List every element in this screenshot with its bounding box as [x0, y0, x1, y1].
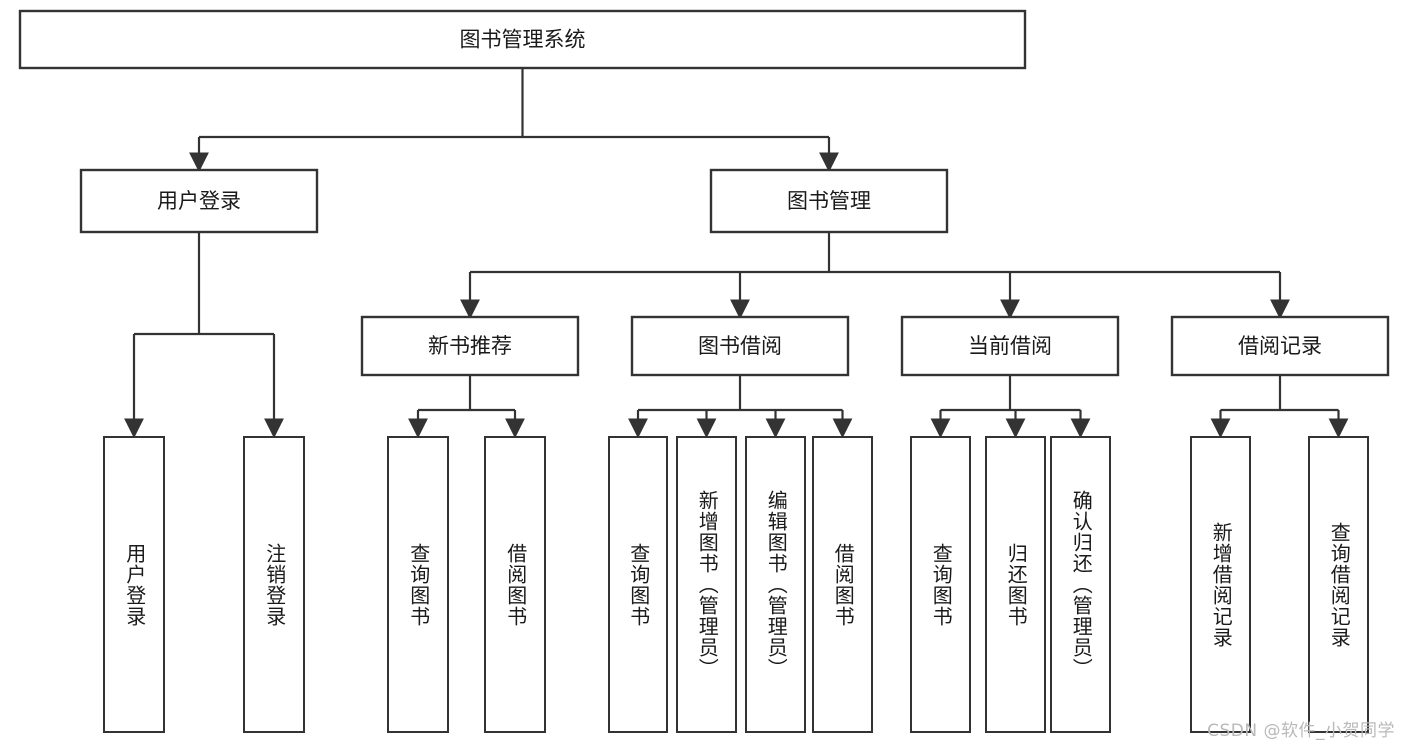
- leaf-leaf-borrow-book-recommend[interactable]: 借阅图书: [484, 436, 546, 733]
- leaf-label: 用户登录: [122, 542, 147, 627]
- node-new-book-recommend[interactable]: [360, 315, 580, 377]
- leaf-label: 借阅图书: [503, 542, 528, 627]
- leaf-leaf-logout-login[interactable]: 注销登录: [243, 436, 305, 733]
- root-node[interactable]: [18, 9, 1027, 70]
- leaf-label: 归还图书: [1004, 542, 1029, 627]
- leaf-label: 查询图书: [406, 542, 431, 627]
- leaf-label: 新增图书（管理员）: [695, 490, 720, 679]
- leaf-label: 编辑图书（管理员）: [764, 490, 789, 679]
- leaf-leaf-query-book-borrow[interactable]: 查询图书: [608, 436, 668, 733]
- node-current-borrow[interactable]: [900, 315, 1120, 377]
- watermark-label: CSDN @软件_小贺同学: [1207, 721, 1395, 741]
- leaf-leaf-user-login[interactable]: 用户登录: [103, 436, 165, 733]
- leaf-label: 借阅图书: [831, 542, 856, 627]
- leaf-label: 注销登录: [262, 542, 287, 627]
- leaf-leaf-add-book-admin[interactable]: 新增图书（管理员）: [676, 436, 737, 733]
- leaf-label: 确认归还（管理员）: [1069, 490, 1094, 679]
- node-book-management-label: 图书管理: [787, 189, 871, 213]
- leaf-label: 查询图书: [929, 542, 954, 627]
- leaf-leaf-borrow-book[interactable]: 借阅图书: [812, 436, 873, 733]
- leaf-label: 查询图书: [626, 542, 651, 627]
- node-borrow-record-label: 借阅记录: [1238, 334, 1322, 358]
- node-borrow-record[interactable]: [1170, 315, 1390, 377]
- node-user-login-label: 用户登录: [157, 189, 241, 213]
- node-book-borrow[interactable]: [630, 315, 850, 377]
- node-book-borrow-label: 图书借阅: [698, 334, 782, 358]
- node-book-management[interactable]: [709, 168, 949, 234]
- node-current-borrow-label: 当前借阅: [968, 334, 1052, 358]
- node-new-book-recommend-label: 新书推荐: [428, 334, 512, 358]
- leaf-leaf-confirm-return-admin[interactable]: 确认归还（管理员）: [1050, 436, 1111, 733]
- node-user-login[interactable]: [79, 168, 319, 234]
- leaf-leaf-query-book-current[interactable]: 查询图书: [910, 436, 971, 733]
- leaf-leaf-return-book[interactable]: 归还图书: [985, 436, 1046, 733]
- leaf-leaf-add-borrow-record[interactable]: 新增借阅记录: [1190, 436, 1251, 733]
- leaf-label: 查询借阅记录: [1327, 521, 1352, 648]
- leaf-leaf-query-book-recommend[interactable]: 查询图书: [387, 436, 449, 733]
- connector-lines: [124, 68, 1349, 439]
- root-node-label: 图书管理系统: [460, 28, 586, 52]
- leaf-leaf-query-borrow-record[interactable]: 查询借阅记录: [1308, 436, 1369, 733]
- leaf-label: 新增借阅记录: [1209, 521, 1234, 648]
- leaf-leaf-edit-book-admin[interactable]: 编辑图书（管理员）: [745, 436, 806, 733]
